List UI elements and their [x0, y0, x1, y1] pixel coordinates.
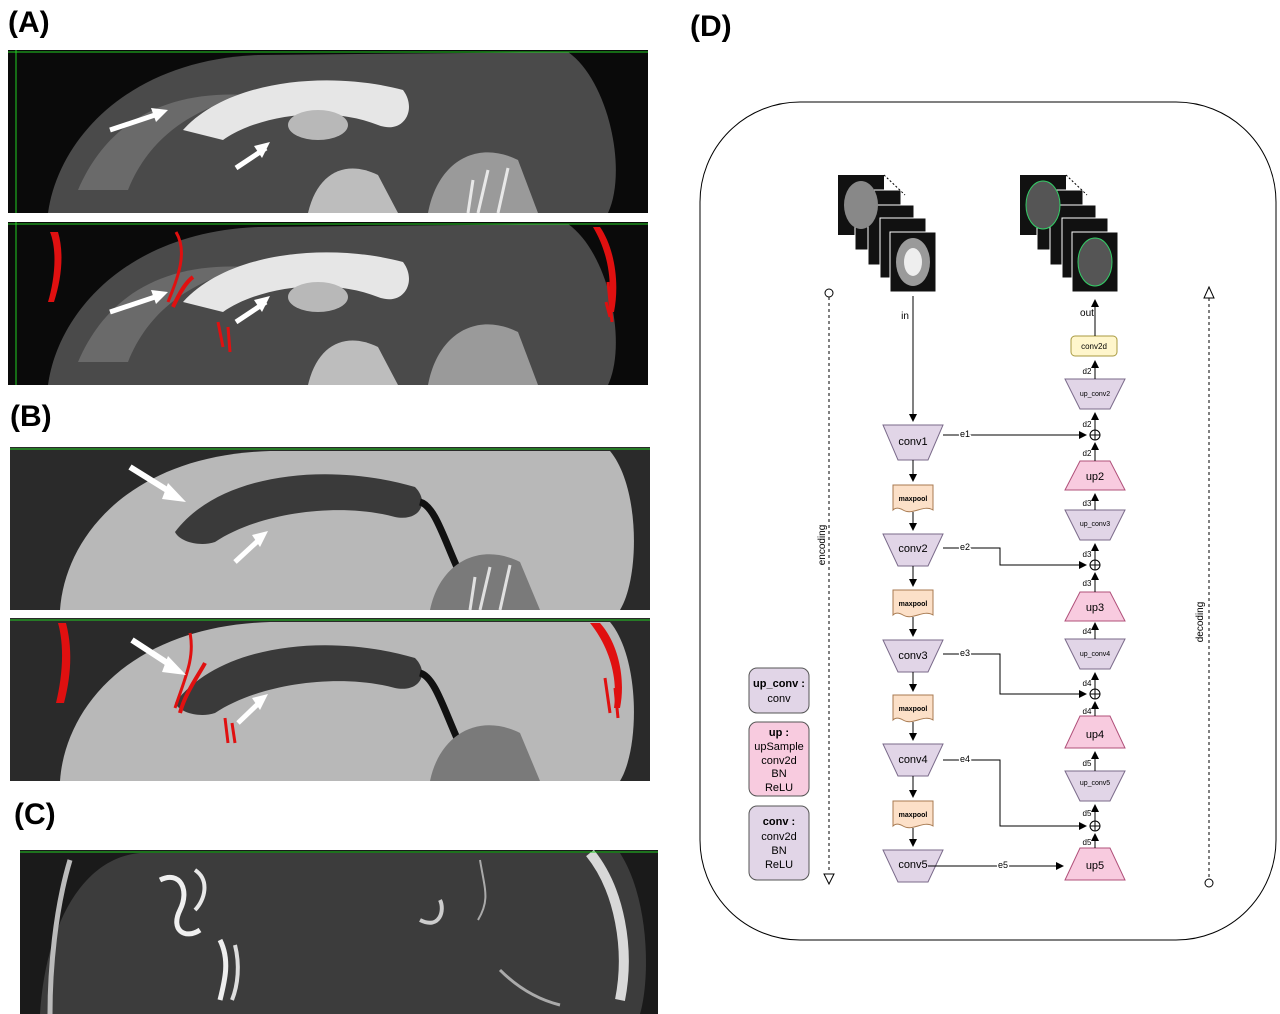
- decoder-upconv-label: up_conv2: [1080, 391, 1110, 398]
- legend-up: up : upSample conv2d BN ReLU: [748, 721, 810, 797]
- edge-label-d5: d5: [1083, 809, 1092, 818]
- encoder-block-conv2: conv2: [882, 533, 944, 567]
- mri-image-c: [20, 850, 658, 1014]
- legend-conv-item: BN: [771, 845, 786, 857]
- legend-up-item: BN: [771, 768, 786, 780]
- edge-label-d3: d3: [1083, 499, 1092, 508]
- diagram-frame: [699, 101, 1277, 941]
- legend-conv-item: conv2d: [761, 831, 796, 843]
- decoder-up-label: up5: [1086, 860, 1104, 872]
- decoder-block-up2: up2: [1064, 460, 1126, 491]
- maxpool-block-4: maxpool: [892, 800, 934, 829]
- legend-conv: conv : conv2d BN ReLU: [748, 805, 810, 881]
- edge-label-d2: d2: [1083, 367, 1092, 376]
- decoder-block-up3: up3: [1064, 591, 1126, 622]
- edge-label-d4: d4: [1083, 679, 1092, 688]
- edge-label-d5: d5: [1083, 838, 1092, 847]
- panel-label-d: (D): [690, 10, 732, 43]
- legend-up-conv: up_conv : conv: [748, 667, 810, 714]
- legend-up-item: conv2d: [761, 755, 796, 767]
- legend-up-item: ReLU: [765, 782, 793, 794]
- encoder-block-conv3: conv3: [882, 639, 944, 673]
- maxpool-label: maxpool: [899, 601, 928, 608]
- edge-label-d2: d2: [1083, 420, 1092, 429]
- concat-node-4: [1089, 688, 1101, 700]
- maxpool-block-1: maxpool: [892, 484, 934, 513]
- skip-label-e2: e2: [960, 542, 970, 552]
- maxpool-block-2: maxpool: [892, 589, 934, 618]
- decoder-block-up5: up5: [1064, 847, 1126, 881]
- edge-label-d3: d3: [1083, 550, 1092, 559]
- decoder-upconv-label: up_conv4: [1080, 651, 1110, 658]
- encoder-label: conv3: [898, 650, 927, 662]
- final-conv-label: conv2d: [1081, 342, 1107, 351]
- mri-image-a-top: [8, 50, 648, 213]
- decoder-block-up4: up4: [1064, 715, 1126, 749]
- final-conv2d-block: conv2d: [1070, 335, 1118, 357]
- concat-node-5: [1089, 820, 1101, 832]
- edge-label-d5: d5: [1083, 759, 1092, 768]
- decoding-label: decoding: [1195, 602, 1206, 643]
- maxpool-label: maxpool: [899, 812, 928, 819]
- decoder-upconv-label: up_conv5: [1080, 780, 1110, 787]
- panel-label-c: (C): [14, 798, 56, 831]
- panel-label-a: (A): [8, 6, 50, 39]
- legend-upconv-title: up_conv :: [753, 678, 805, 690]
- mri-image-a-bottom: [8, 222, 648, 385]
- encoder-label: conv4: [898, 754, 927, 766]
- edge-label-d3: d3: [1083, 579, 1092, 588]
- encoding-label: encoding: [817, 525, 828, 566]
- encoder-label: conv1: [898, 436, 927, 448]
- skip-label-e1: e1: [960, 429, 970, 439]
- encoder-label: conv5: [898, 859, 927, 871]
- output-image-stack: [1020, 174, 1119, 293]
- decoding-end-marker: [1204, 878, 1214, 888]
- mri-image-b-top: [10, 447, 650, 610]
- decoder-up-label: up4: [1086, 729, 1104, 741]
- concat-node-2: [1089, 429, 1101, 441]
- encoder-block-conv5: conv5: [882, 849, 944, 883]
- output-label: out: [1080, 308, 1094, 319]
- decoder-block-up-conv5: up_conv5: [1064, 770, 1126, 802]
- skip-label-e5: e5: [998, 860, 1008, 870]
- decoder-up-label: up2: [1086, 471, 1104, 483]
- decoder-block-up-conv2: up_conv2: [1064, 378, 1126, 410]
- skip-label-e3: e3: [960, 648, 970, 658]
- decoder-block-up-conv4: up_conv4: [1064, 638, 1126, 670]
- legend-up-item: upSample: [754, 741, 804, 753]
- decoder-upconv-label: up_conv3: [1080, 521, 1110, 528]
- legend-conv-item: ReLU: [765, 859, 793, 871]
- input-label: in: [901, 311, 909, 322]
- edge-label-d2: d2: [1083, 449, 1092, 458]
- unet-diagram: encoding decoding in conv1 maxpool conv2…: [699, 101, 1277, 941]
- edge-label-d4: d4: [1083, 627, 1092, 636]
- maxpool-label: maxpool: [899, 706, 928, 713]
- input-image-stack: [838, 174, 937, 293]
- encoding-arrow: [823, 873, 835, 886]
- panel-label-b: (B): [10, 400, 52, 433]
- encoder-block-conv1: conv1: [882, 424, 944, 461]
- decoder-up-label: up3: [1086, 602, 1104, 614]
- maxpool-label: maxpool: [899, 496, 928, 503]
- legend-up-title: up :: [769, 727, 789, 739]
- maxpool-block-3: maxpool: [892, 694, 934, 723]
- decoder-block-up-conv3: up_conv3: [1064, 509, 1126, 541]
- edge-label-d4: d4: [1083, 707, 1092, 716]
- encoder-label: conv2: [898, 543, 927, 555]
- concat-node-3: [1089, 559, 1101, 571]
- legend-conv-title: conv :: [763, 816, 795, 828]
- encoding-start-marker: [824, 288, 834, 298]
- mri-image-b-bottom: [10, 618, 650, 781]
- legend-upconv-item: conv: [767, 693, 791, 705]
- skip-label-e4: e4: [960, 754, 970, 764]
- encoder-block-conv4: conv4: [882, 743, 944, 777]
